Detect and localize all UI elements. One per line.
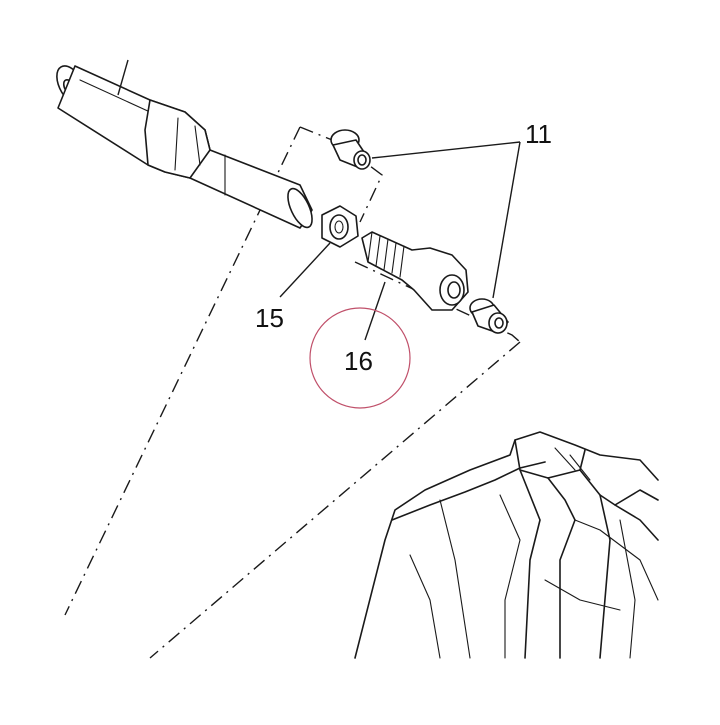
collar-lower-part-11 xyxy=(469,141,521,334)
frame-assembly xyxy=(354,431,659,659)
nut-part-15 xyxy=(279,205,359,298)
callout-11: 11 xyxy=(525,119,552,149)
callout-16: 16 xyxy=(344,346,373,376)
collar-upper-part-11 xyxy=(330,129,521,170)
tie-rod xyxy=(56,59,313,229)
highlight-circle xyxy=(309,307,411,409)
callout-15: 15 xyxy=(255,303,284,333)
rod-end-part-16 xyxy=(361,231,469,341)
